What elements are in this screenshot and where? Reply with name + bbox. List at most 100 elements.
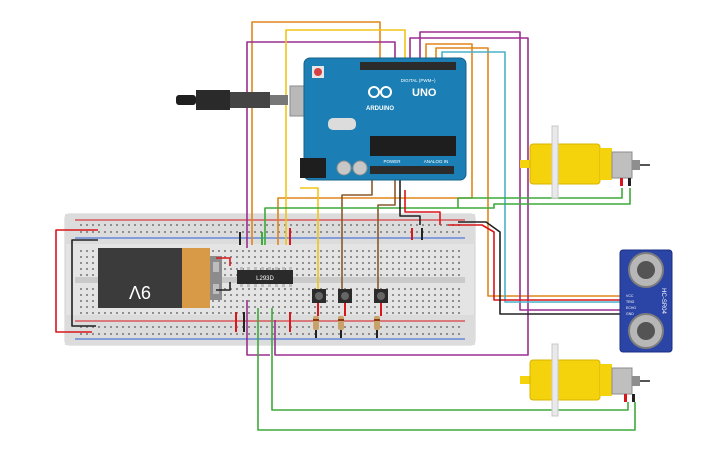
dc-motor-top[interactable] [520, 125, 650, 199]
breadboard-hole [392, 224, 394, 226]
breadboard-hole [458, 312, 460, 314]
wire-orange-1[interactable] [251, 21, 381, 245]
breadboard-hole [86, 262, 88, 264]
breadboard-hole [86, 306, 88, 308]
breadboard-hole [104, 312, 106, 314]
breadboard-hole [446, 256, 448, 258]
breadboard-hole [128, 312, 130, 314]
push-button-1[interactable] [312, 289, 326, 303]
wire-yellow-1[interactable] [285, 29, 406, 245]
breadboard-hole [368, 262, 370, 264]
wire-orange-2[interactable] [277, 43, 473, 245]
breadboard-hole [296, 294, 298, 296]
breadboard-hole [380, 231, 382, 233]
breadboard-hole [290, 288, 292, 290]
breadboard-hole [422, 262, 424, 264]
breadboard-hole [284, 294, 286, 296]
breadboard-hole [248, 333, 250, 335]
breadboard-hole [314, 312, 316, 314]
breadboard-hole [284, 231, 286, 233]
breadboard-hole [188, 333, 190, 335]
wire-teal-1[interactable] [441, 51, 620, 303]
wire-red-2[interactable] [55, 229, 98, 333]
digital-header[interactable] [360, 62, 456, 70]
breadboard-hole [452, 326, 454, 328]
wire-red-3[interactable] [404, 190, 441, 225]
breadboard-hole [398, 326, 400, 328]
power-analog-header[interactable] [370, 166, 454, 174]
breadboard-hole [170, 326, 172, 328]
wire-purple-1[interactable] [246, 41, 396, 248]
breadboard-hole [260, 262, 262, 264]
sensor-pin-gnd: GND [626, 312, 634, 316]
breadboard-hole [458, 231, 460, 233]
breadboard-hole [272, 262, 274, 264]
wire-green-1[interactable] [264, 188, 631, 245]
wire-red-1[interactable] [216, 257, 231, 266]
wire-black-1[interactable] [71, 239, 98, 327]
wire-green-4[interactable] [457, 188, 623, 208]
chip-pin [289, 284, 292, 287]
breadboard-hole [296, 288, 298, 290]
wire-orange-3[interactable] [435, 47, 620, 297]
breadboard-hole [452, 274, 454, 276]
breadboard-hole [362, 250, 364, 252]
breadboard-hole [80, 294, 82, 296]
breadboard-hole [212, 306, 214, 308]
dc-motor-bottom[interactable] [520, 343, 650, 417]
resistor-2[interactable] [338, 316, 344, 330]
breadboard-hole [458, 288, 460, 290]
breadboard-hole [380, 262, 382, 264]
arduino-logo-icon [368, 86, 392, 98]
wire-purple-4[interactable] [246, 300, 270, 356]
arduino-uno[interactable]: ARDUINO UNO DIGITAL (PWM~) POWER ANALOG … [300, 57, 467, 181]
breadboard-hole [80, 274, 82, 276]
breadboard-hole [296, 300, 298, 302]
breadboard-hole [350, 312, 352, 314]
breadboard-hole [86, 312, 88, 314]
battery[interactable]: 9V [98, 248, 222, 308]
driver-chip[interactable]: L293D [237, 267, 293, 287]
wire-brown-2[interactable] [377, 160, 396, 289]
wire-black-4[interactable] [216, 282, 231, 291]
breadboard-hole [362, 224, 364, 226]
wire-red-4[interactable] [448, 224, 620, 301]
breadboard-hole [434, 312, 436, 314]
breadboard-hole [422, 288, 424, 290]
wire-green-2[interactable] [257, 308, 636, 431]
breadboard-hole [314, 231, 316, 233]
breadboard-hole [266, 333, 268, 335]
resistor-1[interactable] [313, 316, 319, 330]
breadboard-hole [350, 250, 352, 252]
breadboard-hole [116, 326, 118, 328]
breadboard-hole [182, 312, 184, 314]
push-button-3[interactable] [374, 289, 388, 303]
breadboard-hole [320, 256, 322, 258]
power-jack[interactable] [300, 158, 326, 178]
breadboard-hole [410, 326, 412, 328]
breadboard-hole [272, 306, 274, 308]
breadboard-hole [218, 250, 220, 252]
breadboard-hole [158, 224, 160, 226]
breadboard-hole [236, 224, 238, 226]
breadboard-hole [104, 326, 106, 328]
breadboard-hole [134, 326, 136, 328]
breadboard-hole [302, 306, 304, 308]
breadboard-hole [392, 268, 394, 270]
breadboard-hole [254, 288, 256, 290]
wire-purple-2[interactable] [419, 31, 620, 311]
breadboard-hole [170, 312, 172, 314]
wire-yellow-2[interactable] [300, 187, 319, 289]
wire-black-3[interactable] [458, 221, 620, 315]
ultrasonic-sensor[interactable]: HC-SR04 VCC TRIG ECHO GND [619, 249, 673, 353]
breadboard-hole [380, 250, 382, 252]
breadboard-hole [332, 224, 334, 226]
breadboard-hole [230, 274, 232, 276]
push-button-2[interactable] [338, 289, 352, 303]
breadboard-hole [368, 294, 370, 296]
wire-green-3[interactable] [271, 308, 629, 411]
wire-purple-3[interactable] [274, 37, 529, 356]
resistor-3[interactable] [374, 316, 380, 330]
breadboard-hole [446, 288, 448, 290]
wire-black-2[interactable] [399, 160, 421, 225]
